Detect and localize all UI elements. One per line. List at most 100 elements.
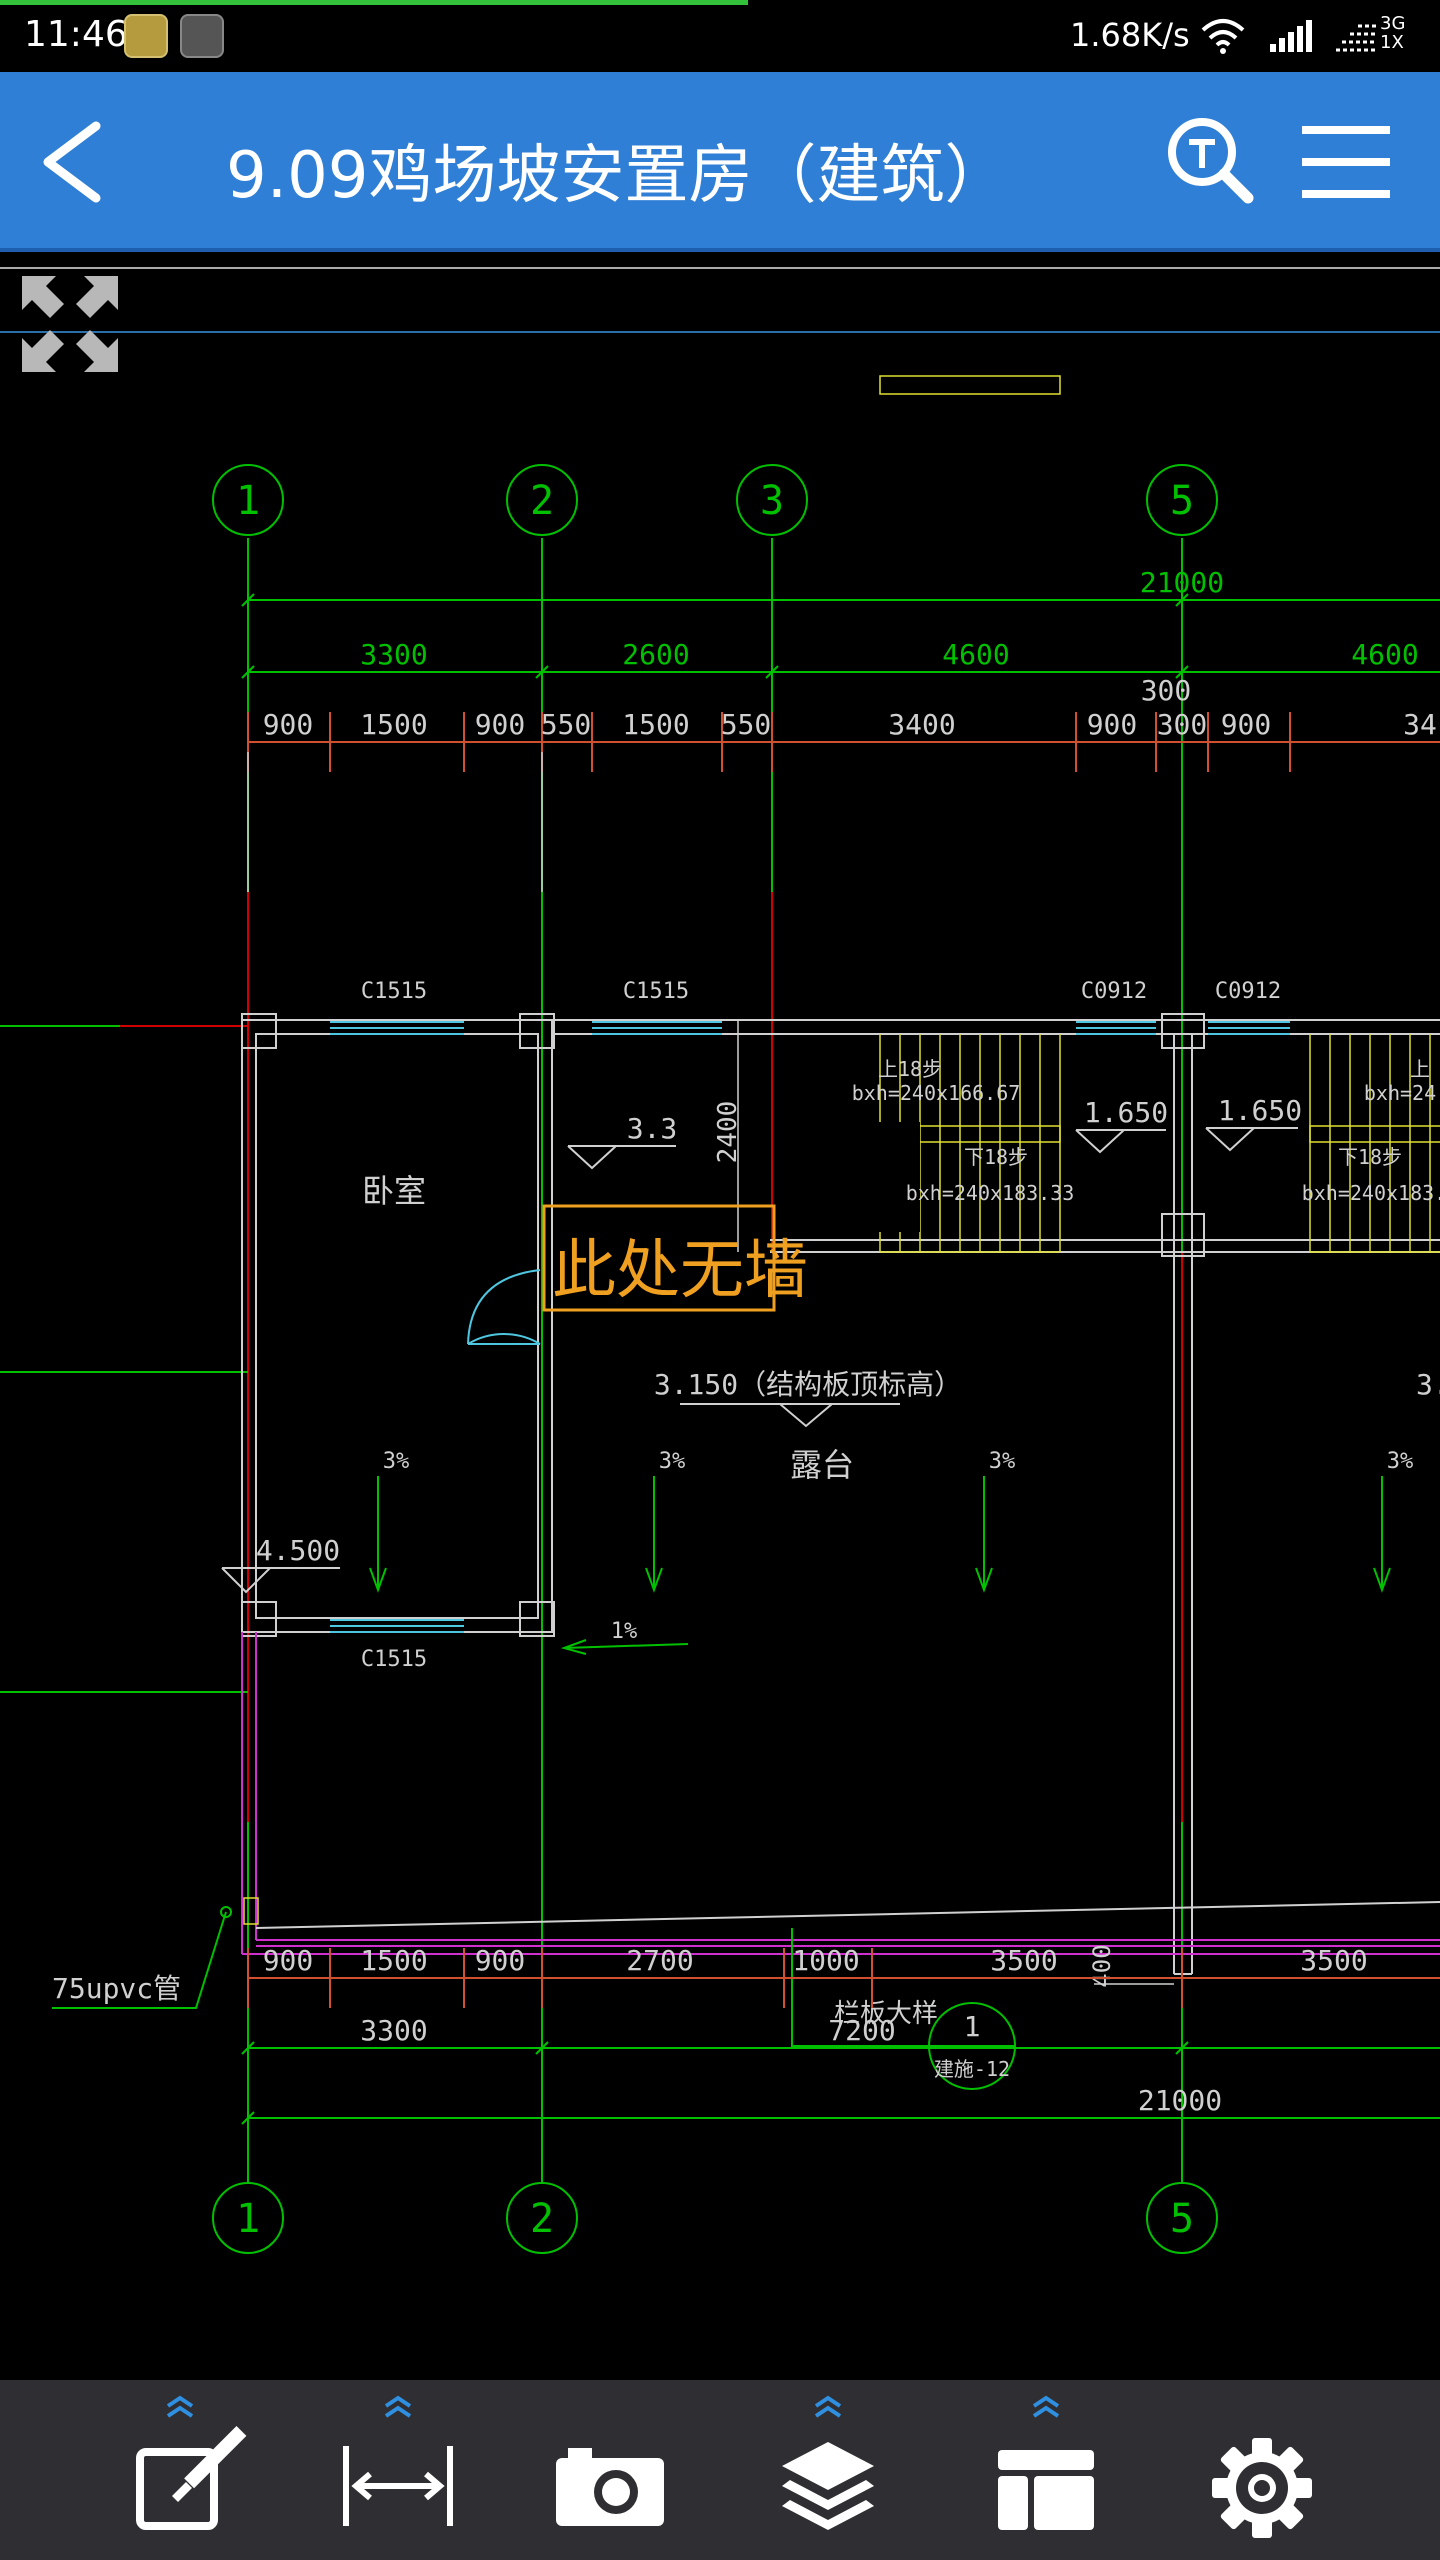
notification-app-icon <box>180 14 224 58</box>
document-title: 9.09鸡场坡安置房（建筑） <box>226 139 1009 213</box>
svg-text:34: 34 <box>1403 708 1437 741</box>
text-search-icon <box>1168 118 1254 204</box>
dim-chain-total-top <box>241 593 1440 607</box>
svg-text:1: 1 <box>236 2196 260 2242</box>
svg-text:75upvc管: 75upvc管 <box>52 1972 181 2005</box>
network-type: 3G 1X <box>1380 13 1406 53</box>
elev-mark-4500: 4.500 <box>221 1534 340 1594</box>
extension-lines <box>247 752 543 892</box>
svg-text:3400: 3400 <box>888 708 955 741</box>
dim-chain-bottom2 <box>241 2041 1440 2055</box>
dim-bottom2-a: 3300 <box>360 2014 427 2047</box>
axis-lines-mid <box>0 892 1183 1822</box>
stair-1 <box>879 375 1061 1253</box>
camera-icon <box>556 2448 664 2526</box>
axis-bubble-2-top: 2 <box>506 464 578 536</box>
svg-text:300: 300 <box>1157 708 1208 741</box>
svg-text:2: 2 <box>530 2196 554 2242</box>
axis-bubble-2-bottom: 2 <box>506 2182 578 2254</box>
axis-bubble-3-top: 3 <box>736 464 808 536</box>
drain-outlet <box>243 1897 259 1925</box>
railing-parapet <box>241 1632 1440 1955</box>
svg-text:C1515: C1515 <box>361 979 427 1004</box>
slab-elevation: 3.150（结构板顶标高） <box>654 1368 962 1428</box>
axis-lines <box>247 538 1183 2182</box>
annotate-tool[interactable] <box>90 2380 270 2560</box>
door-arc <box>467 1269 541 1345</box>
axis-bubble-5-bottom: 5 <box>1146 2182 1218 2254</box>
layers-tool[interactable] <box>738 2380 918 2560</box>
axis-bubble-1-top: 1 <box>212 464 284 536</box>
fullscreen-button[interactable] <box>18 272 122 376</box>
svg-text:1.650: 1.650 <box>1084 1096 1168 1129</box>
network-speed: 1.68K/s <box>1070 16 1190 54</box>
layers-icon <box>782 2442 874 2530</box>
signal-icon <box>1270 20 1312 52</box>
app-bar: 9.09鸡场坡安置房（建筑） <box>0 72 1440 252</box>
svg-text:3500: 3500 <box>990 1944 1057 1977</box>
svg-text:900: 900 <box>475 708 526 741</box>
cad-drawing-canvas[interactable]: 1 2 3 5 1 2 5 21000 3300 2600 4600 4600 <box>0 252 1440 2380</box>
status-time: 11:46 <box>24 14 128 55</box>
svg-text:C1515: C1515 <box>361 1647 427 1672</box>
dim-bottom2-b: 7200 <box>828 2014 895 2047</box>
back-arrow-icon <box>43 121 101 203</box>
svg-text:900: 900 <box>475 1944 526 1977</box>
page-load-progress <box>0 0 748 5</box>
signal-2-icon <box>1336 24 1376 52</box>
svg-text:1000: 1000 <box>792 1944 859 1977</box>
svg-text:5: 5 <box>1170 2196 1194 2242</box>
slope-arrows <box>369 1476 1391 1655</box>
svg-text:1: 1 <box>964 2010 981 2043</box>
dim-top3-labels: 900 1500 900 550 1500 550 3400 900 300 9… <box>263 674 1437 741</box>
slab-elevation-2: 3.15 <box>1416 1368 1440 1401</box>
expand-up-icon <box>1032 2395 1060 2418</box>
camera-tool[interactable] <box>520 2380 700 2560</box>
dim-bottom1-labels: 900 1500 900 2700 1000 3500 3500 <box>263 1944 1368 1977</box>
stair-up-label: 上18步 <box>878 1057 942 1081</box>
back-button[interactable] <box>26 112 126 212</box>
svg-text:550: 550 <box>721 708 772 741</box>
axis-bubble-5-top: 5 <box>1146 464 1218 536</box>
window-labels: C1515 C1515 C0912 C0912 C1515 <box>361 979 1281 1672</box>
svg-text:300: 300 <box>1141 674 1192 707</box>
svg-text:3%: 3% <box>1387 1449 1414 1474</box>
dim-chain-top2 <box>241 665 1440 679</box>
svg-text:3%: 3% <box>659 1449 686 1474</box>
svg-text:4.500: 4.500 <box>256 1534 340 1567</box>
stair-down-dim-2: bxh=240x183.3 <box>1302 1181 1440 1205</box>
layout-tool[interactable] <box>956 2380 1136 2560</box>
dim-top2-b: 2600 <box>622 638 689 671</box>
expand-up-icon <box>384 2395 412 2418</box>
svg-text:3%: 3% <box>383 1449 410 1474</box>
floor-plan: 1 2 3 5 1 2 5 21000 3300 2600 4600 4600 <box>0 267 1440 2254</box>
settings-tool[interactable] <box>1172 2380 1352 2560</box>
stair-down-dim: bxh=240x183.33 <box>906 1181 1075 1205</box>
dim-top2-a: 3300 <box>360 638 427 671</box>
svg-text:C0912: C0912 <box>1215 979 1281 1004</box>
dim-chain-total-bottom <box>241 2111 1440 2125</box>
stair-2 <box>1309 1034 1440 1253</box>
stair-up-dim-2: bxh=24 <box>1364 1081 1436 1105</box>
measure-tool[interactable] <box>308 2380 488 2560</box>
svg-text:3.150（结构板顶标高）: 3.150（结构板顶标高） <box>654 1368 962 1401</box>
dim-400: 400 <box>1088 1944 1116 1987</box>
svg-text:1500: 1500 <box>622 708 689 741</box>
menu-button[interactable] <box>1296 112 1396 212</box>
no-wall-box <box>542 1204 776 1312</box>
svg-text:900: 900 <box>263 1944 314 1977</box>
dim-chain-top3 <box>247 712 1440 772</box>
svg-text:900: 900 <box>1221 708 1272 741</box>
fullscreen-expand-icon <box>22 276 118 372</box>
svg-text:3500: 3500 <box>1300 1944 1367 1977</box>
door-swing <box>467 1333 541 1345</box>
svg-text:3: 3 <box>760 478 784 524</box>
svg-text:建施-12: 建施-12 <box>934 2057 1010 2081</box>
text-search-button[interactable] <box>1160 112 1260 212</box>
axis-lines-red <box>0 892 1183 1822</box>
slope-labels: 3% 3% 3% 3% 1% <box>383 1449 1414 1644</box>
bottom-toolbar <box>0 2380 1440 2560</box>
status-bar: 11:46 1.68K/s 3G 1X <box>0 0 1440 72</box>
dim-total-bottom: 21000 <box>1138 2084 1222 2117</box>
svg-text:2: 2 <box>530 478 554 524</box>
